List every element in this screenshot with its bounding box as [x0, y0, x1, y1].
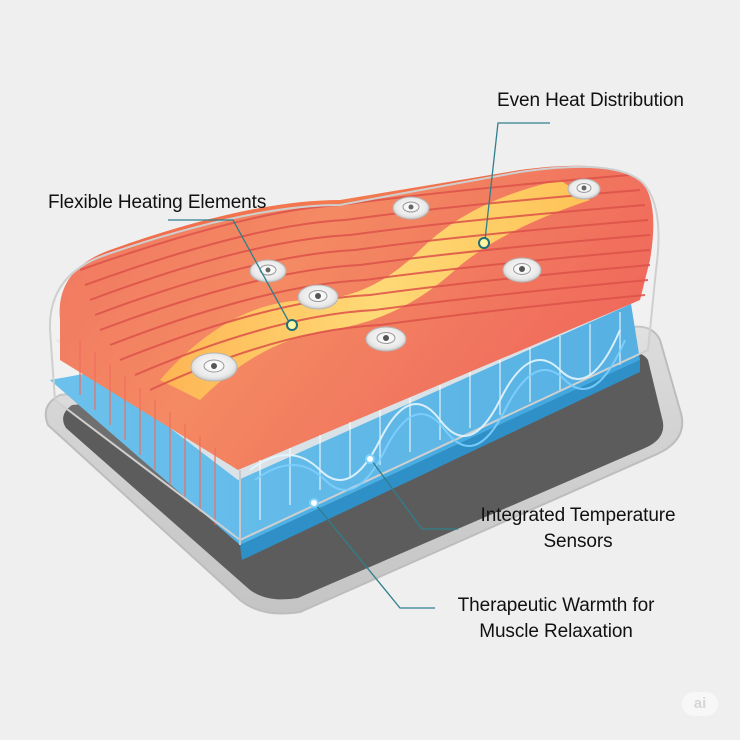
callout-line-2: Muscle Relaxation	[479, 621, 633, 642]
sensor-icon	[297, 284, 339, 310]
leader-flexible-heating	[168, 219, 290, 323]
callout-flexible-heating-elements: Flexible Heating Elements	[48, 192, 267, 213]
sensor-icon	[392, 196, 430, 220]
heating-layer	[48, 165, 660, 545]
sensor-icon	[502, 257, 542, 283]
leader-even-heat	[484, 122, 550, 241]
temperature-sensors	[190, 178, 601, 382]
blue-wave-lines	[249, 329, 626, 491]
sensor-icon	[365, 326, 407, 352]
leader-lines	[168, 122, 550, 609]
callout-line-1: Therapeutic Warmth for	[457, 595, 655, 616]
callout-even-heat-distribution: Even Heat Distribution	[497, 90, 684, 111]
sensor-icon	[249, 259, 287, 283]
callout-line-2: Sensors	[543, 531, 613, 552]
sensor-icon	[567, 178, 601, 200]
ai-watermark-badge: ai	[682, 692, 718, 716]
callout-integrated-temperature-sensors: Integrated Temperature Sensors	[460, 503, 696, 555]
callout-line-1: Integrated Temperature	[480, 505, 676, 526]
sensor-icon	[190, 352, 238, 382]
leader-temp-sensors	[371, 460, 458, 530]
leader-therapeutic	[315, 504, 435, 609]
callout-therapeutic-warmth: Therapeutic Warmth for Muscle Relaxation	[438, 593, 674, 645]
